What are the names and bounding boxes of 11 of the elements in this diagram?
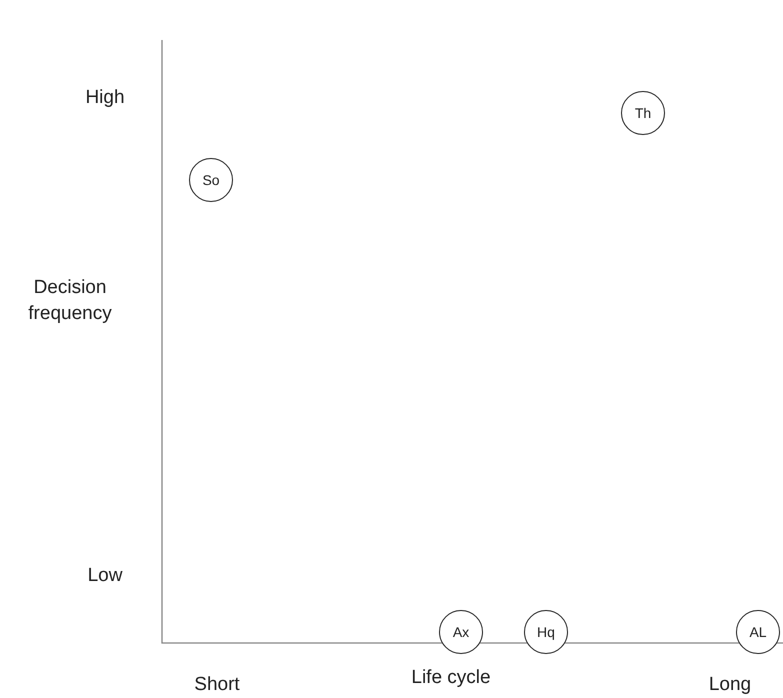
axis-tick-label: Low [86, 564, 124, 588]
data-point-circle: Ax [439, 610, 483, 654]
axis-title: Decision frequency [27, 276, 113, 326]
data-point-circle: AL [736, 610, 780, 654]
data-point-circle: So [189, 158, 233, 202]
axis-tick-label: Long [708, 673, 752, 697]
data-point-circle: Th [621, 91, 665, 135]
data-point-circle: Hq [524, 610, 568, 654]
axis-tick-label: Short [193, 673, 241, 697]
axis-tick-label: High [84, 86, 126, 110]
axis-title: Life cycle [410, 666, 492, 690]
